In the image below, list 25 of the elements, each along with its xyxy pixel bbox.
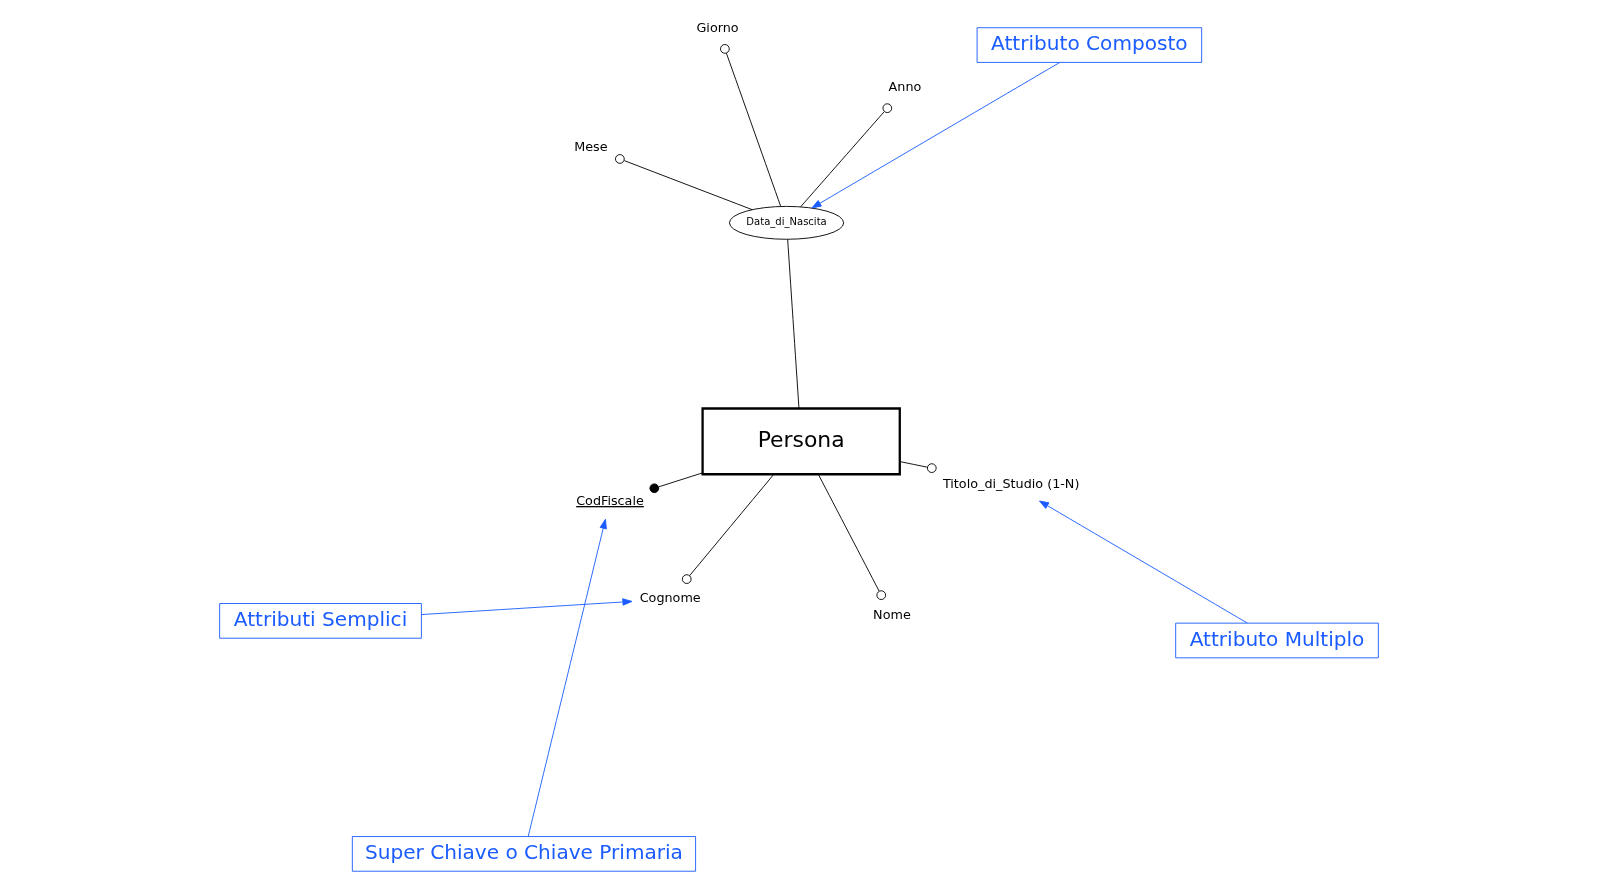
node-box: Attributo Multiplo [1175,622,1379,659]
node-ellipse: Data_di_Nascita [728,205,845,240]
node-text: CodFiscale [576,493,644,509]
connector [615,154,753,211]
arrow [1039,500,1248,624]
connector [800,103,893,208]
connector [649,472,703,494]
node-text: Mese [574,139,608,155]
connector [681,473,775,584]
node-box: Super Chiave o Chiave Primaria [351,836,697,872]
node-text: Titolo_di_Studio (1-N) [942,475,1080,491]
node-text: Anno [888,79,922,95]
node-text: Cognome [639,590,701,606]
node-text: Giorno [696,19,739,35]
node-box: Attributo Composto [976,27,1203,63]
arrow [527,518,607,837]
connector [818,474,887,600]
arrow [420,598,633,616]
arrow [811,62,1061,209]
connector [787,238,800,409]
connector [720,44,782,207]
connector [899,461,937,473]
node-text: Nome [873,607,911,623]
node-box: Persona [701,407,901,476]
node-box: Attributi Semplici [219,603,422,639]
